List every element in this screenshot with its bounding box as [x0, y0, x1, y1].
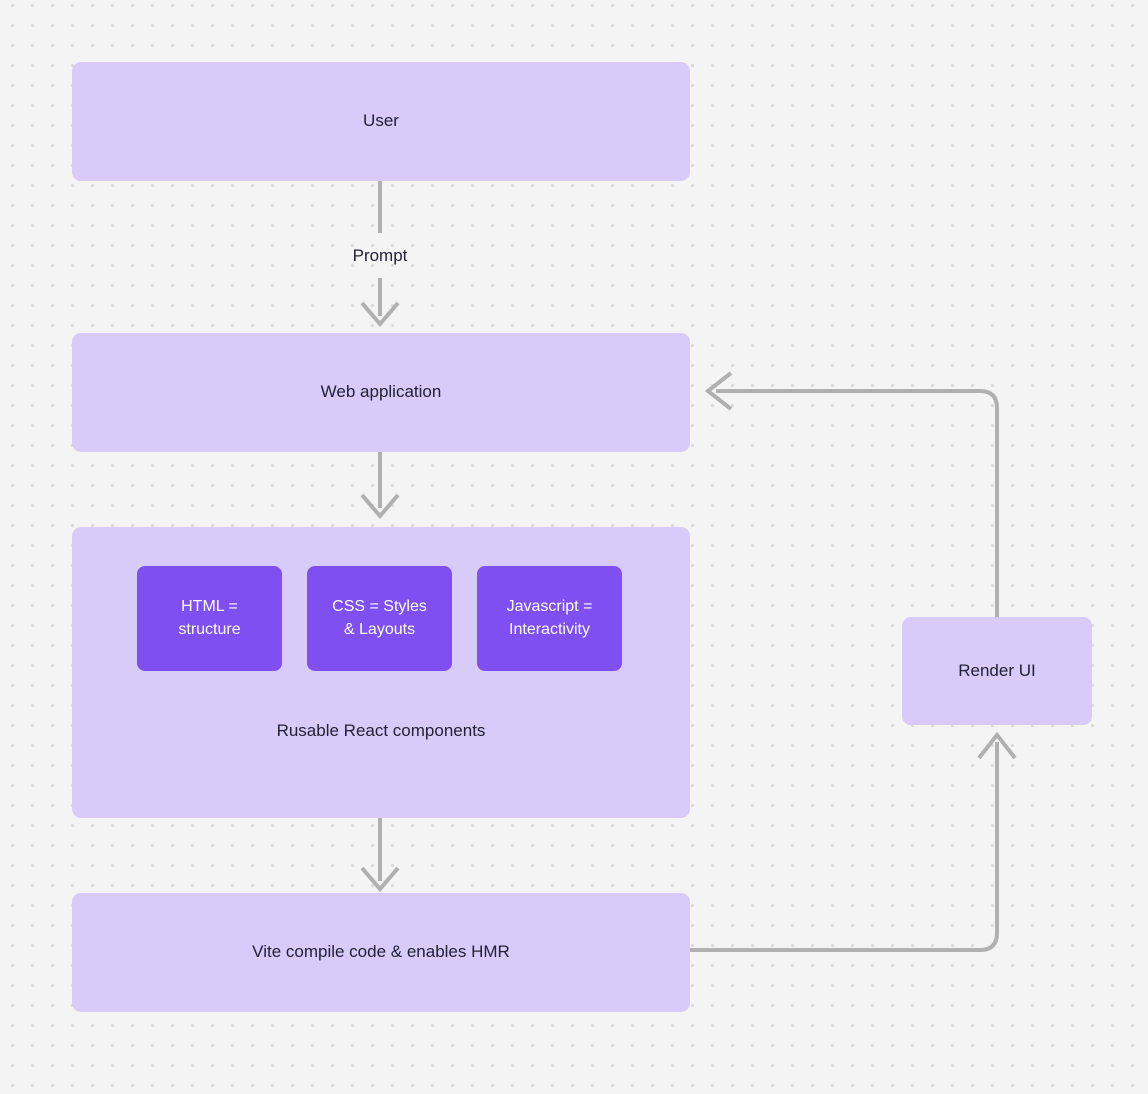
edge-vite-to-render-arrowhead	[977, 731, 1017, 760]
node-html[interactable]: HTML = structure	[137, 566, 282, 671]
edge-components-to-vite-arrowhead	[360, 866, 400, 893]
node-render-ui-label: Render UI	[958, 660, 1036, 680]
node-vite-label: Vite compile code & enables HMR	[252, 942, 510, 962]
node-javascript[interactable]: Javascript = Interactivity	[477, 566, 622, 671]
node-components-group[interactable]: HTML = structure CSS = Styles & Layouts …	[72, 527, 690, 818]
node-render-ui[interactable]: Render UI	[902, 617, 1092, 725]
edge-render-to-web-arrowhead	[704, 371, 733, 411]
node-javascript-line1: Javascript =	[506, 597, 593, 615]
node-components-group-caption: Rusable React components	[276, 721, 486, 740]
edge-user-to-web-arrowhead	[360, 301, 400, 328]
inner-box-row: HTML = structure CSS = Styles & Layouts …	[137, 566, 622, 671]
edge-label-prompt: Prompt	[352, 246, 408, 265]
edge-render-to-web	[716, 389, 999, 617]
node-vite[interactable]: Vite compile code & enables HMR	[72, 893, 690, 1012]
node-html-label: HTML = structure	[178, 596, 240, 641]
node-css-line1: CSS = Styles	[332, 597, 427, 615]
edge-vite-to-render	[690, 742, 999, 952]
node-html-line1: HTML =	[181, 597, 238, 615]
node-javascript-label: Javascript = Interactivity	[507, 596, 593, 641]
node-css-line2: & Layouts	[343, 620, 416, 638]
node-web-application[interactable]: Web application	[72, 333, 690, 452]
node-user[interactable]: User	[72, 62, 690, 181]
node-html-line2: structure	[178, 620, 241, 638]
node-user-label: User	[363, 111, 399, 131]
node-web-application-label: Web application	[320, 382, 442, 402]
edge-web-to-components-arrowhead	[360, 493, 400, 520]
node-javascript-line2: Interactivity	[509, 620, 590, 638]
node-css[interactable]: CSS = Styles & Layouts	[307, 566, 452, 671]
node-css-label: CSS = Styles & Layouts	[332, 596, 427, 641]
